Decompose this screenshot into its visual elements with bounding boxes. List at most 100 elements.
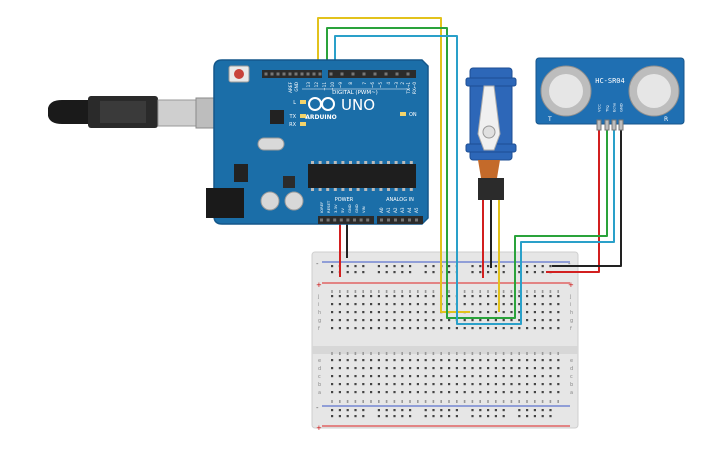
top-pin-label: ~10 <box>330 82 335 91</box>
breadboard-hole <box>401 319 404 322</box>
row-letter: i <box>318 302 319 308</box>
breadboard-hole <box>471 319 474 322</box>
rail-hole <box>526 409 529 412</box>
rail-hole <box>362 265 365 268</box>
chip-pin <box>371 161 375 164</box>
column-number-mark <box>549 290 552 293</box>
breadboard-hole <box>541 303 544 306</box>
breadboard-hole <box>416 319 419 322</box>
rail-hole <box>471 271 474 274</box>
breadboard-hole <box>455 391 458 394</box>
analog-pin-label: A4 <box>407 207 412 213</box>
power-pin-label: IOREF <box>319 202 324 213</box>
rail-hole <box>385 265 388 268</box>
column-number-mark <box>424 290 427 293</box>
breadboard-hole <box>416 311 419 314</box>
row-letter: j <box>569 294 571 300</box>
analog-pin-label: A3 <box>400 207 405 213</box>
row-letter: e <box>570 358 573 364</box>
breadboard-hole <box>479 327 482 330</box>
breadboard-hole <box>549 391 552 394</box>
rail-hole <box>518 415 521 418</box>
breadboard-hole <box>557 295 560 298</box>
breadboard-hole <box>377 295 380 298</box>
column-number-mark <box>541 400 544 403</box>
usb-chip <box>270 110 284 124</box>
header-pin <box>282 72 286 76</box>
breadboard-hole <box>494 311 497 314</box>
power-pin-label: 3.3V <box>333 204 338 213</box>
breadboard-hole <box>463 367 466 370</box>
breadboard-holes <box>331 265 560 418</box>
breadboard-hole <box>494 295 497 298</box>
breadboard-hole <box>354 319 357 322</box>
voltage-regulator <box>234 164 248 182</box>
rail-hole <box>331 415 334 418</box>
rail-hole <box>424 409 427 412</box>
breadboard-hole <box>463 319 466 322</box>
column-number-mark <box>557 290 559 293</box>
column-number-mark <box>549 352 552 355</box>
rail-hole <box>471 415 474 418</box>
column-number-mark <box>346 352 349 355</box>
row-letter: g <box>570 318 573 324</box>
rail-hole <box>494 409 497 412</box>
rail-hole <box>424 265 427 268</box>
column-number-mark <box>495 290 497 293</box>
breadboard-hole <box>385 327 388 330</box>
rail-plus-left: + <box>316 281 322 289</box>
breadboard-hole <box>541 383 544 386</box>
breadboard-hole <box>533 327 536 330</box>
breadboard-hole <box>370 311 373 314</box>
wire-yellow-pin11 <box>317 17 470 313</box>
rail-hole <box>479 265 482 268</box>
header-pin <box>384 72 388 76</box>
rail-hole <box>541 271 544 274</box>
logo-right-ring <box>321 97 335 111</box>
top-header-right <box>328 70 416 78</box>
usb-connector-metal <box>157 99 199 127</box>
breadboard-hole <box>510 367 513 370</box>
rail-hole <box>346 415 349 418</box>
breadboard-hole <box>510 303 513 306</box>
breadboard-hole <box>502 319 505 322</box>
breadboard-hole <box>393 359 396 362</box>
header-pin <box>401 218 404 222</box>
breadboard-hole <box>557 383 560 386</box>
digital-pwm-label: DIGITAL (PWM~) <box>332 90 378 96</box>
wire-blue-pin9 <box>334 35 492 325</box>
sensor-pin <box>604 119 610 131</box>
breadboard-hole <box>331 311 334 314</box>
breadboard-hole <box>385 375 388 378</box>
rail-hole <box>541 265 544 268</box>
breadboard-hole <box>338 295 341 298</box>
header-pin <box>333 218 337 222</box>
column-number-mark <box>440 400 442 403</box>
rail-hole <box>346 271 349 274</box>
row-letter: a <box>318 390 321 396</box>
column-number-mark <box>339 400 341 403</box>
breadboard-hole <box>510 319 513 322</box>
breadboard-hole <box>502 295 505 298</box>
on-led-label: ON <box>409 112 417 118</box>
breadboard-hole <box>362 327 365 330</box>
breadboard-hole <box>385 367 388 370</box>
breadboard-hole <box>526 311 529 314</box>
rail-hole <box>471 265 474 268</box>
usb-cable <box>48 96 225 129</box>
column-number-mark <box>331 400 333 403</box>
breadboard-hole <box>401 375 404 378</box>
breadboard-hole <box>479 311 482 314</box>
breadboard-hole <box>393 383 396 386</box>
header-pin <box>362 72 366 76</box>
breadboard-hole <box>338 303 341 306</box>
breadboard-hole <box>362 303 365 306</box>
breadboard-hole <box>549 303 552 306</box>
rail-hole <box>362 271 365 274</box>
rail-minus-bottom: - <box>316 404 319 412</box>
column-number-mark <box>502 352 505 355</box>
capacitor-2 <box>284 191 304 211</box>
sensor-pin <box>618 119 624 131</box>
